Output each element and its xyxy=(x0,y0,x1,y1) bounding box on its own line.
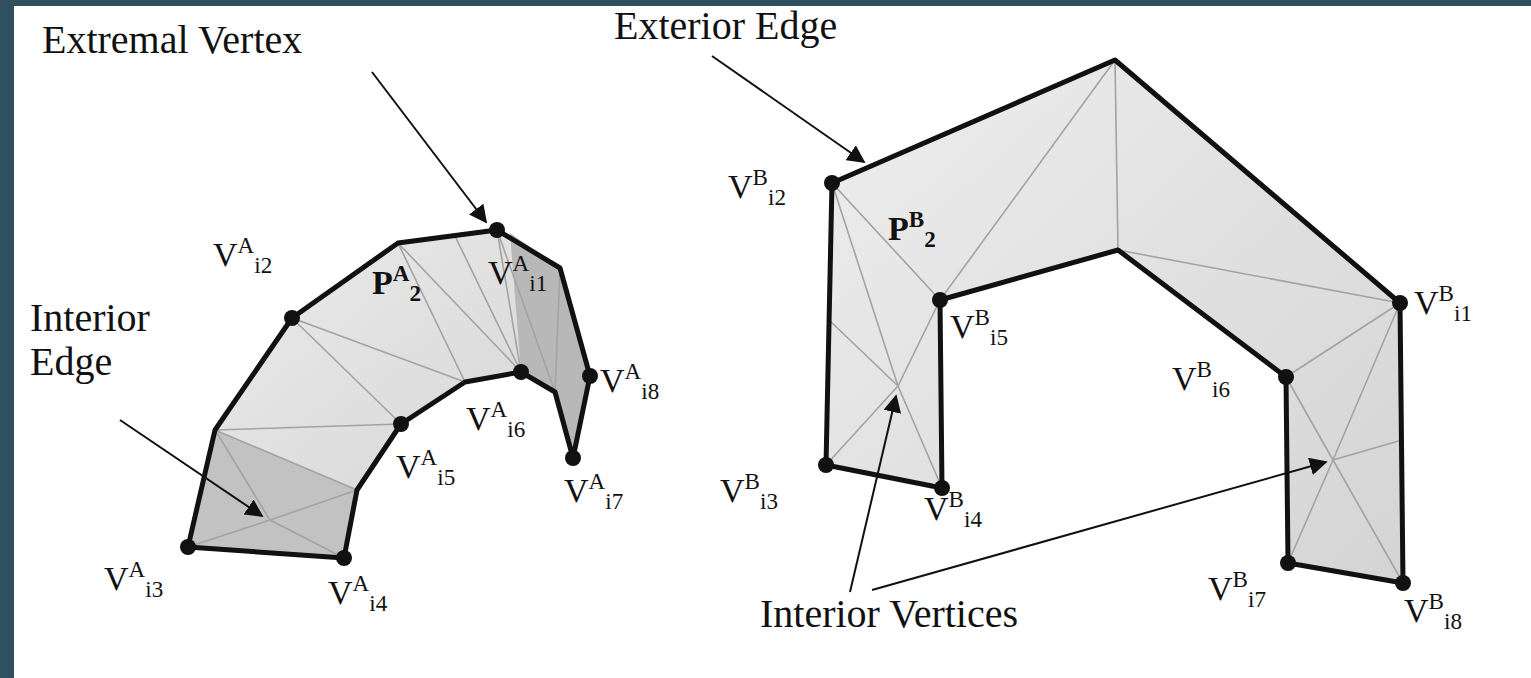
label-subscript: i2 xyxy=(254,252,272,278)
vertex-label: VAi4 xyxy=(328,572,387,615)
label-base: V xyxy=(396,448,421,485)
label-subscript: i4 xyxy=(369,590,387,616)
label-superscript: A xyxy=(513,250,530,276)
label-subscript: i6 xyxy=(507,416,525,442)
label-base: V xyxy=(728,168,753,205)
label-superscript: A xyxy=(421,444,438,470)
label-superscript: B xyxy=(909,206,924,232)
vertex-label: VBi3 xyxy=(720,470,778,513)
label-base: V xyxy=(924,490,949,527)
leader-arrows xyxy=(120,56,1326,592)
label-subscript: i1 xyxy=(1454,300,1472,326)
label-superscript: A xyxy=(625,358,642,384)
label-base: V xyxy=(1404,592,1429,629)
label-superscript: B xyxy=(1197,356,1212,382)
vertex-label: VAi3 xyxy=(104,558,163,601)
label-base: V xyxy=(488,254,513,291)
label-base: P xyxy=(372,264,393,301)
vertex-label: VAi1 xyxy=(488,252,547,295)
label-subscript: i5 xyxy=(437,464,455,490)
exterior-edges xyxy=(826,60,1403,583)
mesh-shade xyxy=(188,430,357,558)
label-base: V xyxy=(328,574,353,611)
label-subscript: i7 xyxy=(1248,586,1266,612)
vertex-label: VBi8 xyxy=(1404,590,1462,633)
label-superscript: A xyxy=(353,570,370,596)
label-subscript: i2 xyxy=(768,184,786,210)
label-base: V xyxy=(950,308,975,345)
label-superscript: B xyxy=(975,304,990,330)
label-base: V xyxy=(213,236,238,273)
label-subscript: i5 xyxy=(990,324,1008,350)
label-base: V xyxy=(720,472,745,509)
vertex-dots xyxy=(180,222,598,566)
label-base: V xyxy=(466,400,491,437)
label-base: V xyxy=(1414,284,1439,321)
vertex-label: VBi6 xyxy=(1172,358,1230,401)
label-base: V xyxy=(600,362,625,399)
label-superscript: A xyxy=(393,260,410,286)
vertex-label: VAi5 xyxy=(396,446,455,489)
label-superscript: A xyxy=(129,556,146,582)
label-subscript: 2 xyxy=(924,226,936,252)
label-superscript: A xyxy=(589,468,606,494)
label-base: V xyxy=(1172,360,1197,397)
interior-edges xyxy=(826,60,1403,583)
label-superscript: B xyxy=(949,486,964,512)
label-subscript: i8 xyxy=(1444,608,1462,634)
vertex-label: VAi8 xyxy=(600,360,659,403)
patch-label: PA2 xyxy=(372,262,421,305)
label-superscript: B xyxy=(745,468,760,494)
vertex-label: VAi7 xyxy=(564,470,623,513)
label-base: V xyxy=(564,472,589,509)
label-superscript: B xyxy=(1429,588,1444,614)
label-superscript: B xyxy=(1233,566,1248,592)
label-subscript: i7 xyxy=(605,488,623,514)
callout-label: Extremal Vertex xyxy=(42,18,302,62)
label-subscript: i6 xyxy=(1212,376,1230,402)
vertex-label: VBi1 xyxy=(1414,282,1472,325)
label-base: V xyxy=(1208,570,1233,607)
vertex-label: VBi7 xyxy=(1208,568,1266,611)
callout-label: Exterior Edge xyxy=(614,4,837,48)
label-superscript: A xyxy=(238,232,255,258)
vertex-label: VBi5 xyxy=(950,306,1008,349)
label-subscript: i4 xyxy=(964,506,982,532)
mesh-fill xyxy=(826,60,1403,583)
exterior-edges xyxy=(188,230,590,558)
label-subscript: i1 xyxy=(529,270,547,296)
label-superscript: B xyxy=(1439,280,1454,306)
callout-label: Interior Vertices xyxy=(760,592,1018,636)
vertex-label: VBi2 xyxy=(728,166,786,209)
callout-label: Interior Edge xyxy=(30,296,200,384)
label-subscript: 2 xyxy=(409,280,421,306)
interior-edges xyxy=(188,230,560,558)
patch-label: PB2 xyxy=(888,208,936,251)
label-superscript: B xyxy=(753,164,768,190)
label-superscript: A xyxy=(491,396,508,422)
label-base: P xyxy=(888,210,909,247)
label-base: V xyxy=(104,560,129,597)
label-subscript: i3 xyxy=(760,488,778,514)
label-subscript: i8 xyxy=(641,378,659,404)
label-subscript: i3 xyxy=(145,576,163,602)
vertex-label: VAi2 xyxy=(213,234,272,277)
vertex-label: VAi6 xyxy=(466,398,525,441)
mesh-fill xyxy=(188,230,590,558)
vertex-dots xyxy=(818,175,1411,591)
vertex-label: VBi4 xyxy=(924,488,982,531)
